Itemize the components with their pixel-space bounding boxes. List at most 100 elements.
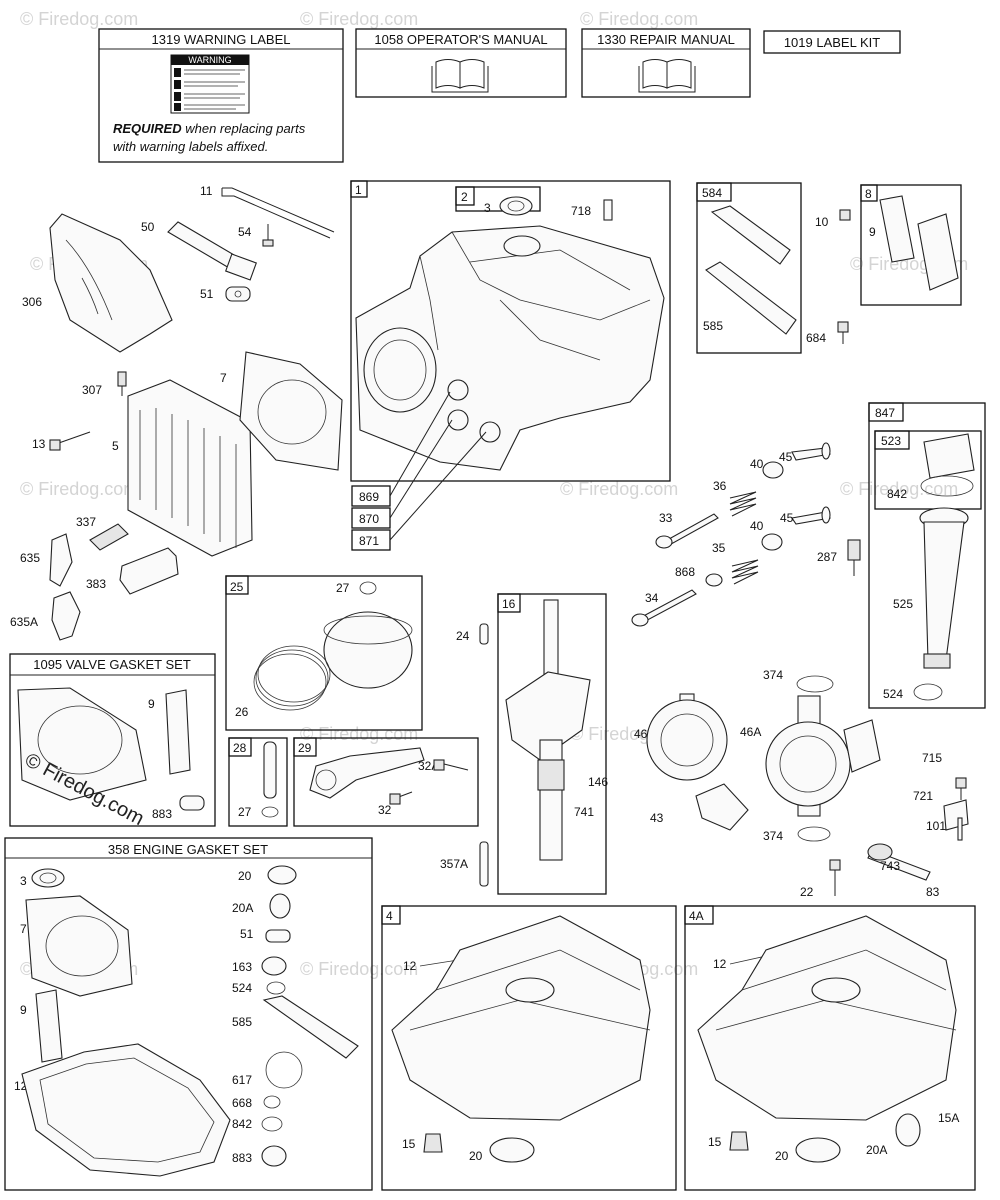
part-label: 15 [708, 1135, 722, 1149]
box-number: 25 [230, 580, 244, 594]
part-label: 22 [800, 885, 814, 899]
watermark-text: © Firedog.com [20, 9, 138, 29]
box-16: 16 146 741 [497, 593, 608, 895]
repair-manual-title: 1330 REPAIR MANUAL [597, 32, 735, 47]
part-label: 684 [806, 331, 826, 345]
part-label: 337 [76, 515, 96, 529]
part-label: 146 [588, 775, 608, 789]
warning-label-title: 1319 WARNING LABEL [152, 32, 291, 47]
box-25: 25 27 26 [225, 575, 423, 731]
part-label: 46A [740, 725, 761, 739]
valve-gasket-set-title: 1095 VALVE GASKET SET [33, 657, 191, 672]
valve-gasket-set-box: 1095 VALVE GASKET SET © Firedog.com 9 88… [9, 653, 216, 830]
label-kit-title: 1019 LABEL KIT [784, 35, 880, 50]
box-4: 4 12 15 20 [381, 905, 677, 1191]
part-label: 9 [869, 225, 876, 239]
dipstick-tube-part: 11 [200, 184, 335, 239]
part-label: 12 [713, 957, 727, 971]
part-label: 842 [887, 487, 907, 501]
box-847: 847 523 842 525 524 [868, 402, 986, 709]
box-number: 847 [875, 406, 895, 420]
part-label: 51 [200, 287, 214, 301]
part-label: 3 [484, 201, 491, 215]
box-number: 8 [865, 187, 872, 201]
watermark-text: © Firedog.com [20, 479, 138, 499]
fitting-635-part: 635 [20, 533, 73, 587]
spark-plug-337-part: 337 [76, 515, 129, 551]
screw-684-part: 684 [806, 321, 849, 345]
box-4a: 4A 12 15 20 20A 15A [684, 905, 976, 1191]
part-label: 46 [634, 727, 648, 741]
part-label: 15A [938, 1111, 959, 1125]
part-label: 33 [659, 511, 673, 525]
part-label: 306 [22, 295, 42, 309]
book-icon [431, 59, 489, 93]
part-label: 617 [232, 1073, 252, 1087]
valve-train-parts: 45 40 36 33 45 40 35 868 34 287 [631, 442, 861, 627]
tube-50-part: 50 51 54 [141, 220, 274, 302]
box-number: 523 [881, 434, 901, 448]
part-label: 20 [469, 1149, 483, 1163]
part-label: 868 [675, 565, 695, 579]
box-number: 870 [359, 512, 379, 526]
repair-manual-box: 1330 REPAIR MANUAL [581, 28, 751, 98]
book-icon [638, 59, 696, 93]
part-label: 357A [440, 857, 468, 871]
breather-383-part: 383 [86, 547, 179, 595]
part-label: 45 [780, 511, 794, 525]
box-number: 16 [502, 597, 516, 611]
part-label: 15 [402, 1137, 416, 1151]
pin-357a-part: 357A [440, 841, 489, 887]
part-label: 54 [238, 225, 252, 239]
part-label: 27 [336, 581, 350, 595]
part-label: 525 [893, 597, 913, 611]
part-label: 9 [20, 1003, 27, 1017]
part-label: 374 [763, 829, 783, 843]
part-label: 43 [650, 811, 664, 825]
part-label: 635A [10, 615, 38, 629]
cylinder-head-5-part: 5 [112, 379, 253, 557]
engine-gasket-set-box: 358 ENGINE GASKET SET 3 7 9 12 20 20A 51… [4, 837, 373, 1191]
part-label: 34 [645, 591, 659, 605]
box-number: 4 [386, 909, 393, 923]
label-kit-box: 1019 LABEL KIT [763, 30, 901, 54]
box-number: 29 [298, 741, 312, 755]
warning-sticker-icon: WARNING [170, 54, 250, 114]
part-label: 7 [220, 371, 227, 385]
part-label: 50 [141, 220, 155, 234]
part-label: 83 [926, 885, 940, 899]
part-label: 20 [775, 1149, 789, 1163]
box-number: 584 [702, 186, 722, 200]
screw-307-part: 307 [82, 371, 127, 397]
part-label: 842 [232, 1117, 252, 1131]
pin-24-part: 24 [456, 623, 489, 645]
box-number: 869 [359, 490, 379, 504]
watermark-text: © Firedog.com [300, 9, 418, 29]
warning-label-box: 1319 WARNING LABEL WARNING REQUIRED when… [98, 28, 344, 163]
warning-sticker-text: WARNING [188, 55, 231, 65]
box-8: 8 9 [860, 184, 962, 306]
engine-gasket-set-title: 358 ENGINE GASKET SET [108, 842, 268, 857]
part-label: 40 [750, 519, 764, 533]
operators-manual-box: 1058 OPERATOR'S MANUAL [355, 28, 567, 98]
box-number: 1 [355, 183, 362, 197]
part-label: 35 [712, 541, 726, 555]
head-gasket-7-part: 7 [220, 351, 343, 471]
part-label: 635 [20, 551, 40, 565]
crankcase-casting [355, 225, 665, 471]
bolt-13-part: 13 [32, 431, 91, 451]
part-label: 715 [922, 751, 942, 765]
part-label: 51 [240, 927, 254, 941]
part-label: 45 [779, 450, 793, 464]
part-label: 374 [763, 668, 783, 682]
part-label: 9 [148, 697, 155, 711]
part-label: 26 [235, 705, 249, 719]
box-number: 871 [359, 534, 379, 548]
part-label: 524 [232, 981, 252, 995]
crankcase-box-1: 1 2 3 718 869 870 871 [350, 180, 671, 551]
watermark-text: © Firedog.com [580, 9, 698, 29]
blower-housing-306-part: 306 [22, 213, 173, 353]
box-29: 29 32A 32 [293, 737, 479, 827]
part-label: 721 [913, 789, 933, 803]
